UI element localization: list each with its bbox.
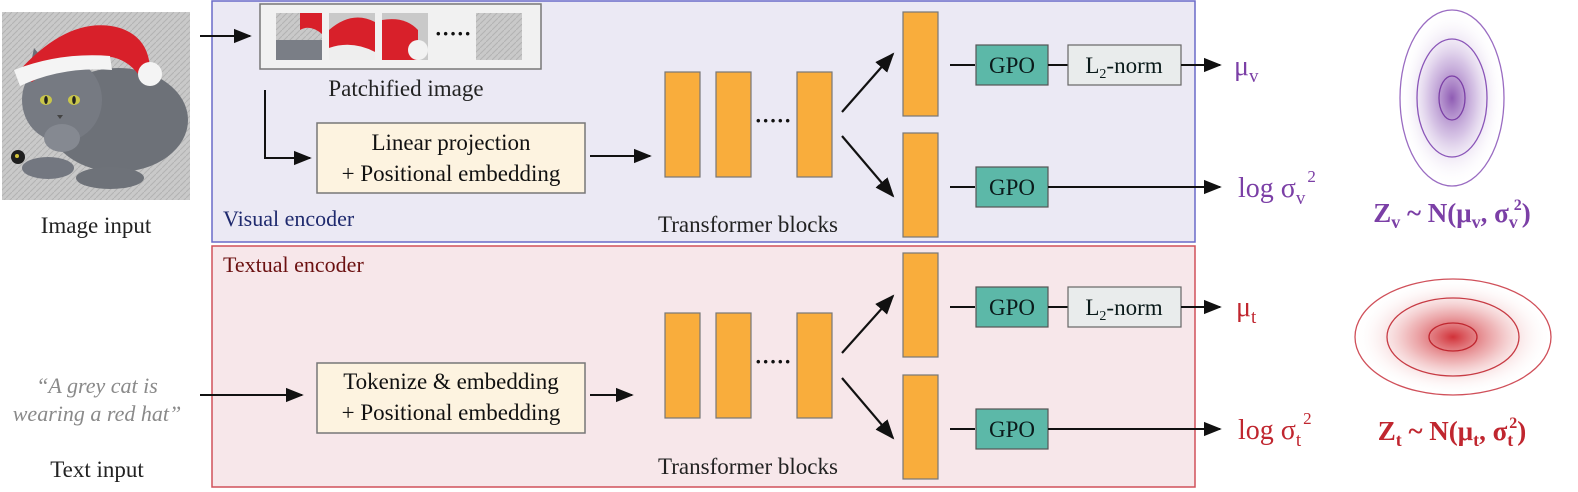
linear-projection-label-line2: + Positional embedding <box>342 161 561 186</box>
text-transformer-block-2 <box>715 312 752 419</box>
text-l2-norm <box>1067 286 1182 328</box>
text-transformer-block-1 <box>664 312 701 419</box>
visual-gpo-mu-label: GPO <box>989 53 1035 78</box>
tokenize-label-line1: Tokenize & embedding <box>343 369 559 394</box>
visual-transformer-block-1 <box>664 71 701 178</box>
visual-distribution-label: Zv ~ N(μv, σv2) <box>1373 197 1531 232</box>
arrow-text-to-mu-head <box>841 294 895 354</box>
patch-3 <box>382 13 428 60</box>
tokenize-embedding-box <box>316 362 586 434</box>
arrow-text-to-var-head <box>841 377 895 440</box>
visual-logvar-output: log σv2 <box>1238 167 1316 209</box>
text-gpo-mu-label: GPO <box>989 295 1035 320</box>
text-transformer-blocks-label: Transformer blocks <box>658 454 838 479</box>
text-gpo-var-label: GPO <box>989 417 1035 442</box>
text-var-head <box>902 374 939 480</box>
arrow-visual-to-mu-head <box>841 52 895 113</box>
text-gpo-mu <box>975 286 1049 328</box>
patch-2 <box>329 13 375 60</box>
arrow-visual-to-var-head <box>841 135 895 198</box>
visual-encoder-title: Visual encoder <box>223 206 355 231</box>
text-input-label: Text input <box>50 457 144 482</box>
visual-mu-head <box>902 11 939 117</box>
textual-distribution <box>1354 278 1552 396</box>
visual-transformer-block-n <box>796 71 833 178</box>
text-logvar-output: log σt2 <box>1238 409 1312 451</box>
patch-1 <box>276 13 322 60</box>
visual-mu-output: μv <box>1234 51 1259 87</box>
image-input-label: Image input <box>41 213 152 238</box>
text-blocks-ellipsis: ····· <box>755 349 792 374</box>
patch-ellipsis: ····· <box>435 21 472 46</box>
visual-transformer-block-2 <box>715 71 752 178</box>
patchified-image: ····· <box>259 3 542 70</box>
patch-n <box>476 13 522 60</box>
text-mu-head <box>902 252 939 358</box>
visual-blocks-ellipsis: ····· <box>755 108 792 133</box>
visual-gpo-var <box>975 166 1049 208</box>
text-input-quote-line1: “A grey cat is <box>36 373 158 398</box>
visual-transformer-blocks-label: Transformer blocks <box>658 212 838 237</box>
textual-distribution-label: Zt ~ N(μt, σt2) <box>1378 415 1527 450</box>
textual-encoder-title: Textual encoder <box>223 252 364 277</box>
text-l2-norm-label: L2-norm <box>1085 295 1162 324</box>
linear-projection-box <box>316 122 586 194</box>
linear-projection-label-line1: Linear projection <box>371 130 531 155</box>
visual-l2-norm-label: L2-norm <box>1085 53 1162 82</box>
text-input-quote-line2: wearing a red hat” <box>13 401 181 426</box>
patchified-image-label: Patchified image <box>328 76 483 101</box>
visual-var-head <box>902 132 939 238</box>
text-transformer-block-n <box>796 312 833 419</box>
cat-image <box>2 12 190 200</box>
tokenize-label-line2: + Positional embedding <box>342 400 561 425</box>
visual-distribution <box>1399 9 1505 187</box>
visual-gpo-var-label: GPO <box>989 175 1035 200</box>
arrow-patches-to-projection <box>264 90 312 166</box>
text-mu-output: μt <box>1236 292 1257 328</box>
visual-l2-norm <box>1067 44 1182 86</box>
